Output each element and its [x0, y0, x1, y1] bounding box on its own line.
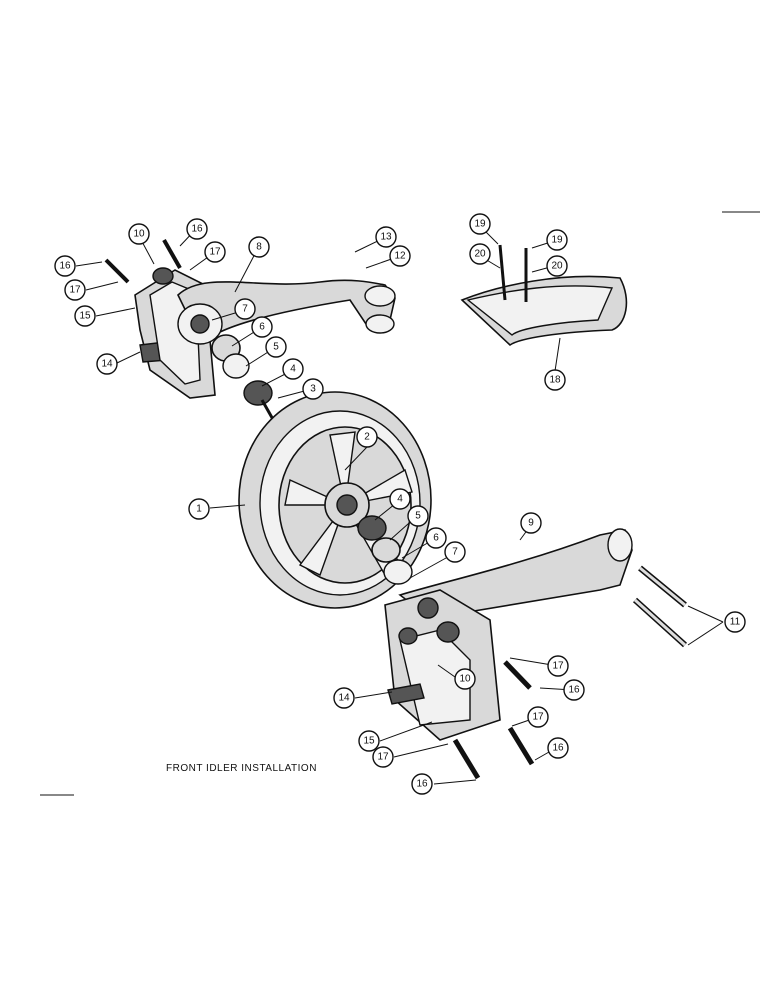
callout-10-lower: 10	[454, 668, 476, 690]
diagram-caption: FRONT IDLER INSTALLATION	[166, 763, 317, 774]
lower-mounting-bracket	[384, 589, 501, 741]
callout-label: 8	[256, 242, 262, 253]
callout-label: 16	[568, 685, 580, 696]
lower-idler-arm	[398, 528, 633, 619]
callout-19-a: 19	[469, 213, 491, 235]
callout-2: 2	[356, 426, 378, 448]
callout-label: 20	[551, 261, 563, 272]
callout-1: 1	[188, 498, 210, 520]
callout-label: 14	[101, 359, 113, 370]
callout-20-a: 20	[469, 243, 491, 265]
callout-17-e: 17	[372, 746, 394, 768]
callout-17-d: 17	[527, 706, 549, 728]
callout-14-upper: 14	[96, 353, 118, 375]
callout-label: 12	[394, 251, 406, 262]
callout-label: 19	[474, 219, 486, 230]
callout-label: 16	[416, 779, 428, 790]
callout-label: 17	[377, 752, 389, 763]
callout-18: 18	[544, 369, 566, 391]
callout-label: 10	[133, 229, 145, 240]
callout-label: 14	[338, 693, 350, 704]
callout-13: 13	[375, 226, 397, 248]
lower-seal-stack	[357, 515, 413, 585]
idler-cover	[460, 244, 628, 347]
callout-14-lower: 14	[333, 687, 355, 709]
callout-label: 7	[242, 304, 248, 315]
callout-label: 6	[259, 322, 265, 333]
callout-16-d: 16	[547, 737, 569, 759]
callout-label: 2	[364, 432, 370, 443]
callout-label: 16	[59, 261, 71, 272]
callout-label: 11	[730, 617, 741, 628]
callout-17-c: 17	[547, 655, 569, 677]
callout-label: 20	[474, 249, 486, 260]
callout-label: 19	[551, 235, 563, 246]
callout-9: 9	[520, 512, 542, 534]
callout-label: 1	[196, 504, 202, 515]
callout-label: 17	[209, 247, 221, 258]
callout-label: 16	[552, 743, 564, 754]
callout-label: 18	[549, 375, 561, 386]
callout-19-b: 19	[546, 229, 568, 251]
callout-16-b: 16	[186, 218, 208, 240]
callout-15-lower: 15	[358, 730, 380, 752]
callout-17-a: 17	[64, 279, 86, 301]
callout-16-c: 16	[563, 679, 585, 701]
callout-label: 17	[532, 712, 544, 723]
callout-label: 10	[459, 674, 471, 685]
callout-6-lower: 6	[425, 527, 447, 549]
callout-label: 6	[433, 533, 439, 544]
callout-label: 5	[415, 511, 421, 522]
callout-5-lower: 5	[407, 505, 429, 527]
callout-label: 3	[310, 384, 316, 395]
callout-17-b: 17	[204, 241, 226, 263]
callout-label: 15	[363, 736, 375, 747]
callout-20-b: 20	[546, 255, 568, 277]
upper-idler-arm	[152, 267, 396, 342]
callout-label: 16	[191, 224, 203, 235]
bracket-bolts	[104, 239, 535, 780]
callout-10-upper: 10	[128, 223, 150, 245]
callout-16-a: 16	[54, 255, 76, 277]
callout-label: 4	[290, 364, 296, 375]
callout-7-lower: 7	[444, 541, 466, 563]
callout-label: 13	[380, 232, 392, 243]
callout-7-upper: 7	[234, 298, 256, 320]
callout-12: 12	[389, 245, 411, 267]
callout-8: 8	[248, 236, 270, 258]
callout-label: 4	[397, 494, 403, 505]
callout-label: 17	[69, 285, 81, 296]
callout-label: 17	[552, 661, 564, 672]
callout-6-upper: 6	[251, 316, 273, 338]
callout-16-e: 16	[411, 773, 433, 795]
callout-label: 5	[273, 342, 279, 353]
upper-mounting-bracket	[134, 269, 216, 399]
callout-label: 15	[79, 311, 91, 322]
callout-4-upper: 4	[282, 358, 304, 380]
callout-label: 9	[528, 518, 534, 529]
callout-5-upper: 5	[265, 336, 287, 358]
callout-label: 7	[452, 547, 458, 558]
callout-11: 11	[724, 611, 746, 633]
callout-3: 3	[302, 378, 324, 400]
callout-15-upper: 15	[74, 305, 96, 327]
callout-4-lower: 4	[389, 488, 411, 510]
arm-bolts	[632, 565, 688, 648]
